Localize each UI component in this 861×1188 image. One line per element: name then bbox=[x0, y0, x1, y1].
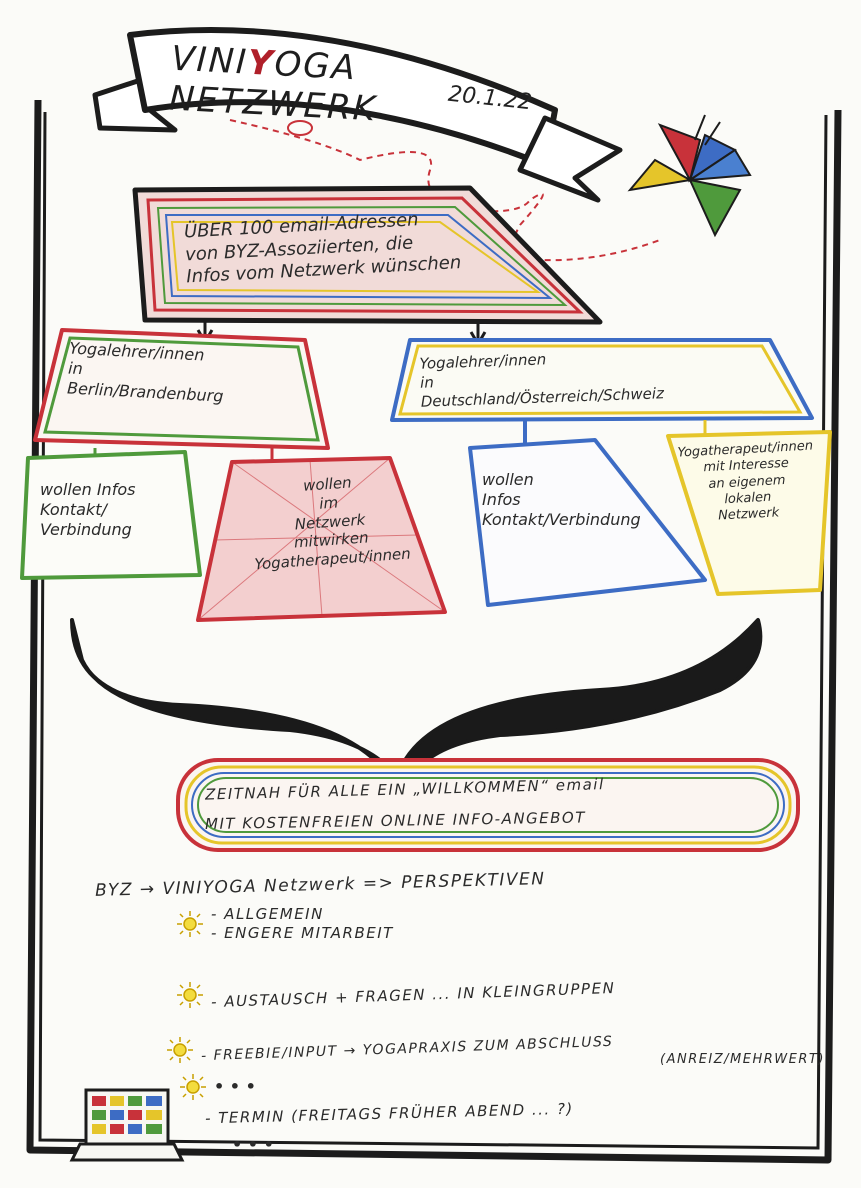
outer-frame bbox=[26, 99, 842, 1164]
title-part1: VINI bbox=[170, 38, 249, 83]
title-banner bbox=[92, 27, 623, 203]
right-child-left-text: wollen Infos Kontakt/Verbindung bbox=[482, 470, 641, 529]
sun-icon bbox=[167, 1037, 193, 1063]
sun-icon bbox=[180, 1074, 206, 1100]
dots-2: • • • bbox=[232, 1135, 274, 1154]
left-child-right-shape bbox=[196, 456, 447, 622]
dots-1: • • • bbox=[214, 1077, 256, 1096]
left-child-right-text: wollen im Netzwerk mitwirken Yogatherape… bbox=[253, 473, 412, 574]
left-child-left-text: wollen Infos Kontakt/ Verbindung bbox=[40, 480, 136, 539]
big-brace bbox=[70, 618, 763, 792]
perspective-item-2: - AUSTAUSCH + FRAGEN ... IN KLEINGRUPPEN bbox=[175, 978, 616, 1011]
perspective-item-1a: - ALLGEMEIN bbox=[211, 905, 324, 923]
sun-icon bbox=[177, 982, 203, 1008]
perspective-item-1: - ALLGEMEIN - ENGERE MITARBEIT bbox=[175, 905, 394, 943]
butterfly-icon bbox=[627, 114, 752, 238]
left-header-shape bbox=[33, 328, 330, 450]
perspective-item-3-note: (ANREIZ/MEHRWERT) bbox=[660, 1052, 825, 1067]
right-child-right-shape bbox=[666, 430, 832, 596]
laptop-icon bbox=[69, 1088, 185, 1162]
perspective-item-2-text: - AUSTAUSCH + FRAGEN ... IN KLEINGRUPPEN bbox=[210, 978, 616, 1011]
sun-icon bbox=[177, 910, 203, 937]
perspective-item-dots-1: • • • bbox=[178, 1072, 256, 1102]
top-box-shape bbox=[132, 185, 603, 325]
title-y-mark: Y bbox=[246, 42, 276, 84]
right-child-left-shape bbox=[468, 438, 707, 607]
right-header-shape bbox=[390, 338, 814, 422]
perspective-item-3-text: - FREEBIE/INPUT → YOGAPRAXIS ZUM ABSCHLU… bbox=[200, 1034, 614, 1065]
perspective-item-1b: - ENGERE MITARBEIT bbox=[211, 923, 394, 942]
inner-frame bbox=[38, 111, 828, 1150]
perspective-item-3: - FREEBIE/INPUT → YOGAPRAXIS ZUM ABSCHLU… bbox=[165, 1034, 614, 1065]
dashed-loop bbox=[287, 120, 313, 136]
bottom-box-shape bbox=[176, 758, 800, 852]
right-child-right-text: Yogatherapeut/innen mit Interesse an eig… bbox=[677, 438, 814, 524]
left-child-left-shape bbox=[20, 450, 202, 580]
